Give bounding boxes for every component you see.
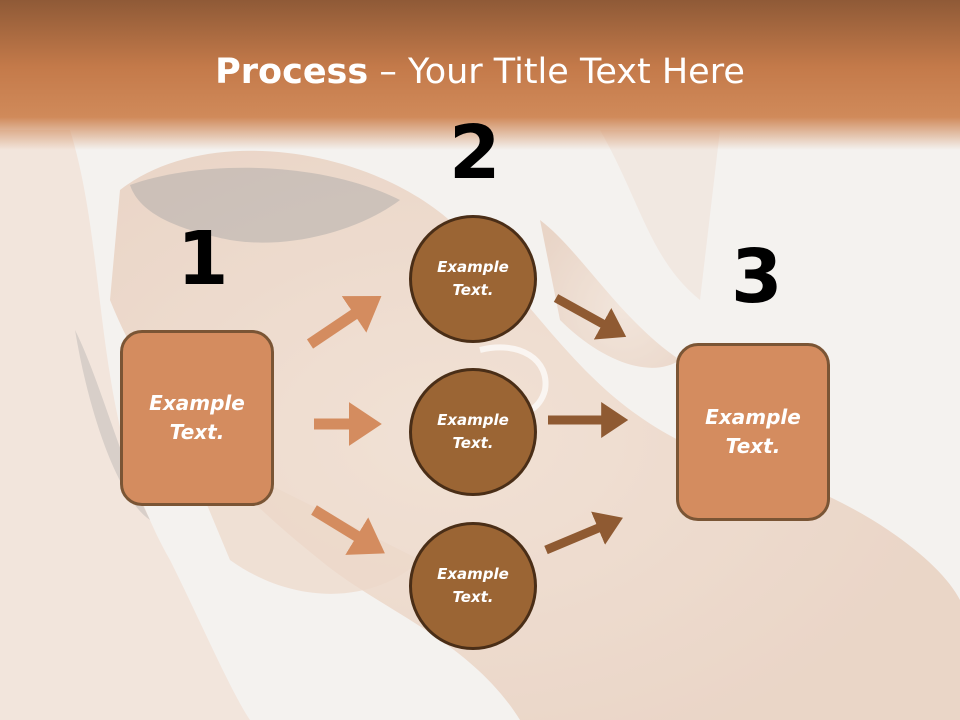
title-bold: Process bbox=[215, 52, 369, 92]
step-1-number: 1 bbox=[177, 216, 229, 302]
step-2-label-top: Example Text. bbox=[437, 258, 509, 299]
step-2-circle-bottom: Example Text. bbox=[409, 522, 537, 650]
step-3-box: Example Text. bbox=[676, 343, 830, 521]
step-1-label: Example Text. bbox=[149, 391, 245, 444]
arrow-1-to-2c bbox=[311, 505, 385, 555]
arrow-1-to-2a bbox=[306, 295, 382, 349]
step-3-number: 3 bbox=[731, 234, 783, 320]
step-2-label-bottom: Example Text. bbox=[437, 565, 509, 606]
step-2-label-middle: Example Text. bbox=[437, 411, 509, 452]
arrow-2c-to-3 bbox=[544, 511, 623, 555]
step-2-number: 2 bbox=[449, 110, 501, 196]
title-rest: – Your Title Text Here bbox=[368, 52, 745, 92]
step-2-circle-top: Example Text. bbox=[409, 215, 537, 343]
step-2-circle-middle: Example Text. bbox=[409, 368, 537, 496]
page-title: Process – Your Title Text Here bbox=[0, 52, 960, 92]
title-bar bbox=[0, 0, 960, 150]
step-3-label: Example Text. bbox=[705, 405, 801, 458]
step-1-box: Example Text. bbox=[120, 330, 274, 506]
arrow-2a-to-3 bbox=[553, 294, 627, 340]
